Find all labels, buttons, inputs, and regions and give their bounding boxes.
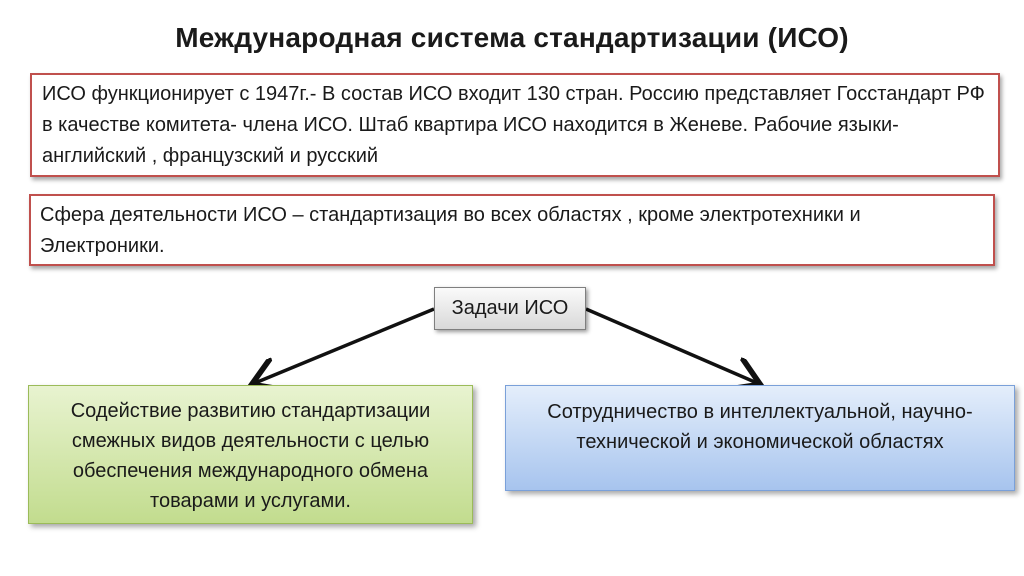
- arrow-to-right-task: [585, 307, 757, 383]
- iso-info-box: ИСО функционирует с 1947г.- В состав ИСО…: [30, 73, 1000, 177]
- task-trade-box: Содействие развитию стандартизации смежн…: [28, 385, 473, 524]
- arrow-to-left-task: [255, 307, 435, 383]
- page-title: Международная система стандартизации (ИС…: [175, 22, 849, 53]
- task-cooperation-box: Сотрудничество в интеллектуальной, научн…: [505, 385, 1015, 491]
- iso-scope-box: Сфера деятельности ИСО – стандартизация …: [29, 194, 995, 266]
- iso-tasks-node: Задачи ИСО: [434, 287, 586, 330]
